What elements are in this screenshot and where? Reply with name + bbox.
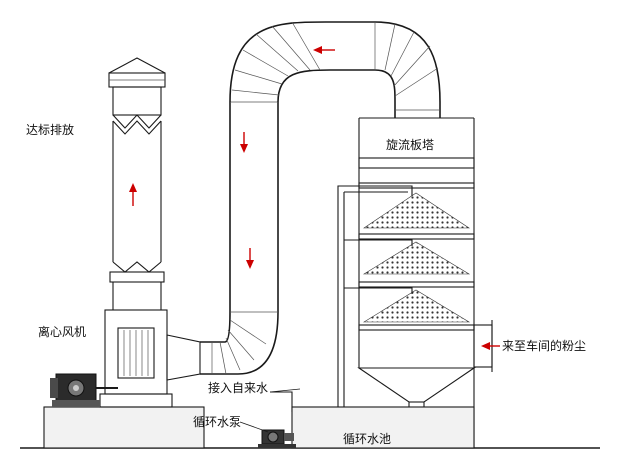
fan-motor <box>50 373 118 407</box>
label-fan: 离心风机 <box>38 324 86 339</box>
plate-spray-3 <box>362 289 471 323</box>
duct-down-flow-arrow-lower <box>246 248 254 269</box>
label-pump: 循环水泵 <box>193 415 241 429</box>
duct-top-flow-arrow <box>313 46 335 54</box>
label-inlet: 来至车间的粉尘 <box>502 338 586 353</box>
label-pool: 循环水池 <box>343 432 391 446</box>
circulation-pool <box>291 406 475 449</box>
label-tower: 旋流板塔 <box>386 138 434 152</box>
circulation-piping <box>270 185 413 431</box>
centrifugal-fan <box>99 309 201 408</box>
inlet-flow-arrow <box>481 342 500 350</box>
duct-down-flow-arrow-upper <box>240 132 248 153</box>
connecting-duct <box>200 21 441 375</box>
pump-leader <box>239 421 269 433</box>
rotary-plate-tower <box>357 117 500 448</box>
fan-base <box>43 406 205 449</box>
label-discharge: 达标排放 <box>26 122 74 137</box>
circulation-pump <box>258 429 296 448</box>
plate-spray-2 <box>362 241 471 275</box>
label-tap-water: 接入自来水 <box>208 380 268 395</box>
plate-spray-1 <box>363 192 470 229</box>
tap-water-leader <box>269 388 301 393</box>
exhaust-stack <box>108 57 166 310</box>
